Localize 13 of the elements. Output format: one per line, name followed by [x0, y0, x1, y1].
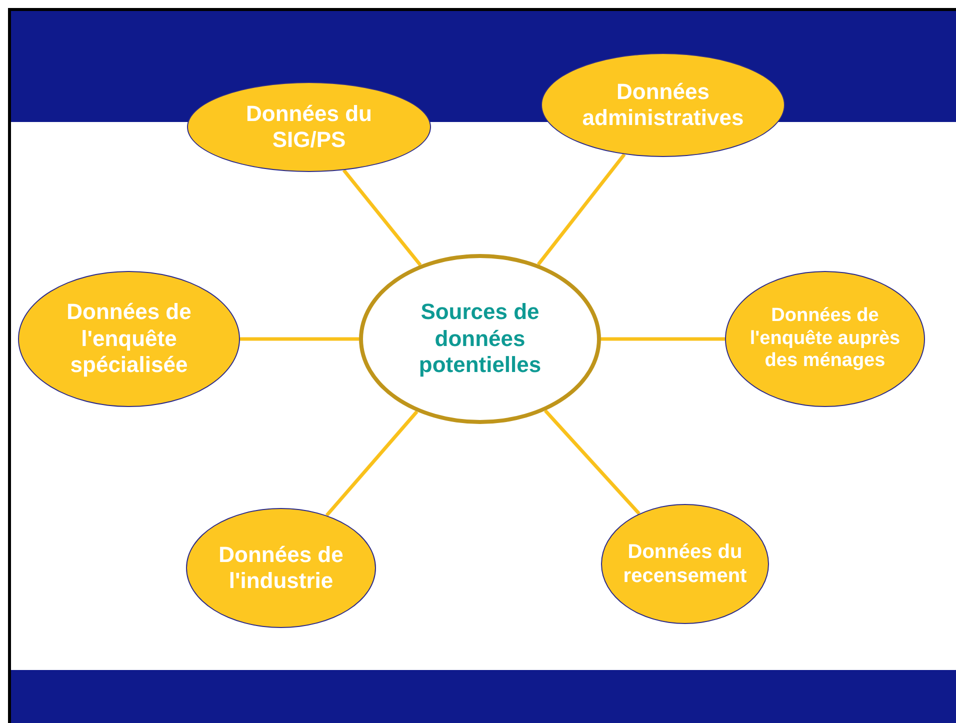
connector-line: [601, 337, 725, 341]
node-label: Données du recensement: [622, 540, 748, 588]
node-label: Sources de données potentielles: [418, 299, 542, 379]
connector-line: [342, 169, 422, 266]
connector-line: [536, 153, 626, 266]
node-label: Données de l'enquête spécialisée: [66, 299, 192, 379]
connector-line: [325, 410, 418, 517]
connector-line: [240, 337, 359, 341]
node-label: Données du SIG/PS: [245, 100, 373, 154]
node-label: Données administratives: [581, 78, 745, 132]
node-label: Données de l'industrie: [218, 542, 344, 594]
connector-line: [544, 409, 640, 515]
node-label: Données de l'enquête auprès des ménages: [748, 304, 902, 374]
